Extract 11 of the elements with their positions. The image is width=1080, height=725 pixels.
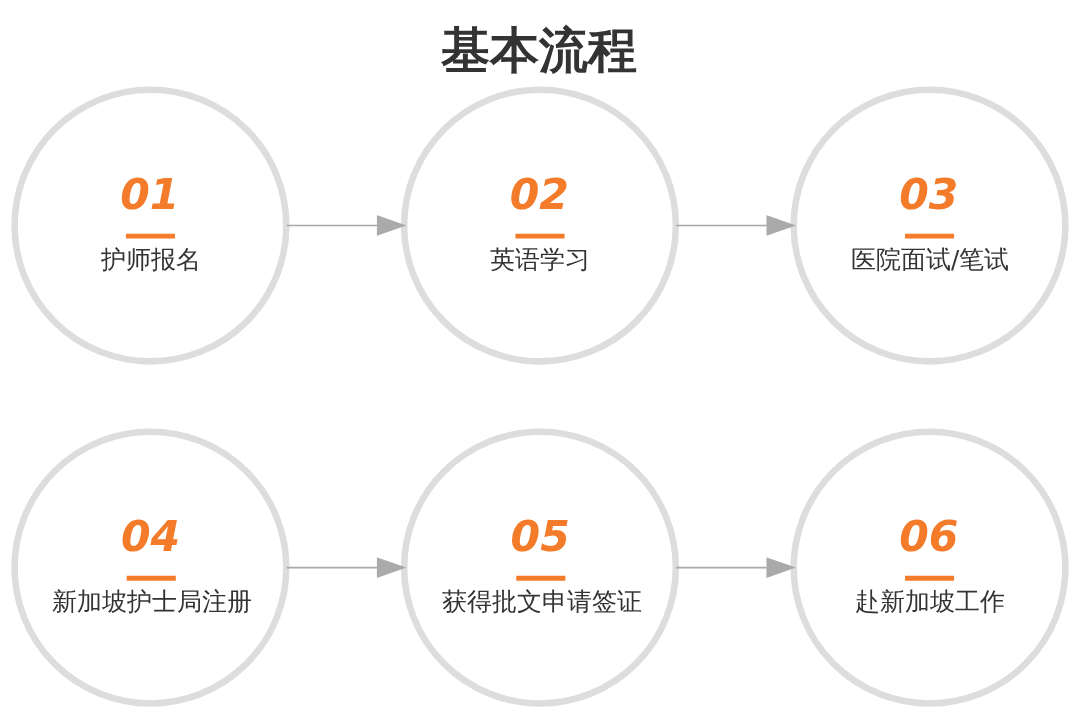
arrow	[675, 556, 796, 578]
node-circle: 02 英语学习	[400, 85, 680, 365]
node-circle: 01 护师报名	[11, 85, 290, 365]
node-circle: 03 医院面试/笔试	[790, 85, 1069, 365]
node-circle: 06 赴新加坡工作	[790, 427, 1069, 707]
node-circle: 04 新加坡护士局注册	[11, 427, 290, 707]
arrow	[285, 214, 407, 236]
node-circle: 05 获得批文申请签证	[400, 427, 680, 707]
diagram-title: 基本流程	[440, 20, 637, 79]
arrow	[285, 556, 407, 578]
arrow	[675, 214, 796, 236]
